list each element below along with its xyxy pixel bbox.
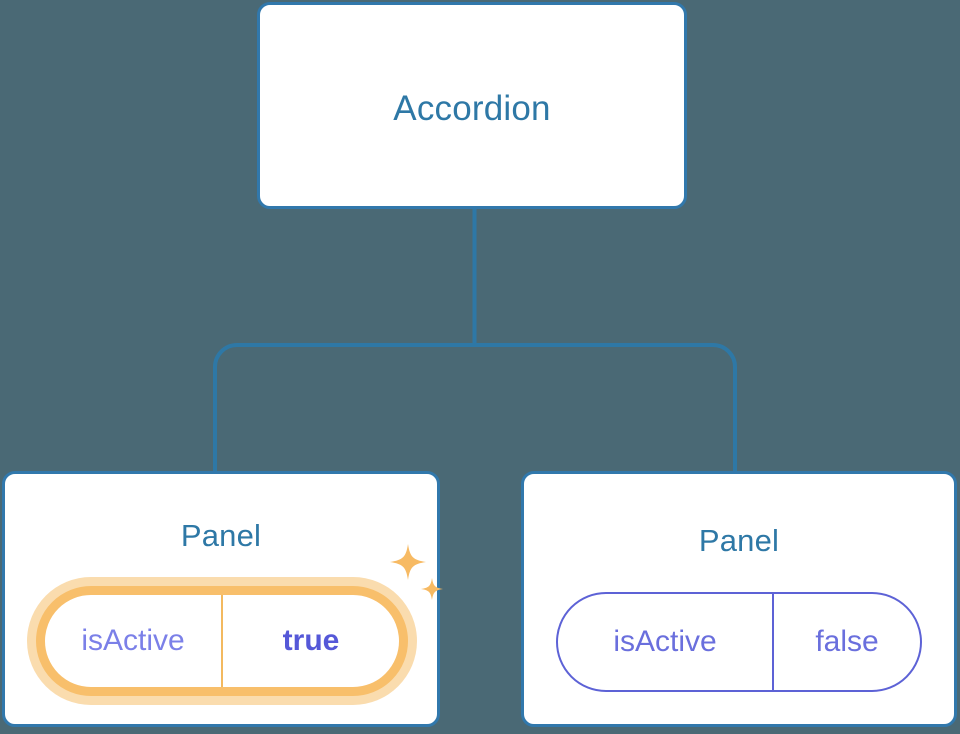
prop-value: true (221, 595, 399, 687)
connector-branch-right (474, 343, 737, 474)
panel-node-title: Panel (180, 518, 262, 553)
prop-pill-isactive-true[interactable]: isActive true (36, 586, 408, 696)
panel-node-title: Panel (698, 523, 780, 558)
prop-value: false (772, 594, 920, 690)
connector-branch-left (213, 343, 475, 474)
tree-node-accordion[interactable]: Accordion (257, 2, 687, 209)
prop-key: isActive (81, 624, 185, 657)
root-node-title: Accordion (393, 89, 551, 128)
prop-key: isActive (613, 625, 717, 658)
prop-pill-isactive-false[interactable]: isActive false (556, 592, 922, 692)
